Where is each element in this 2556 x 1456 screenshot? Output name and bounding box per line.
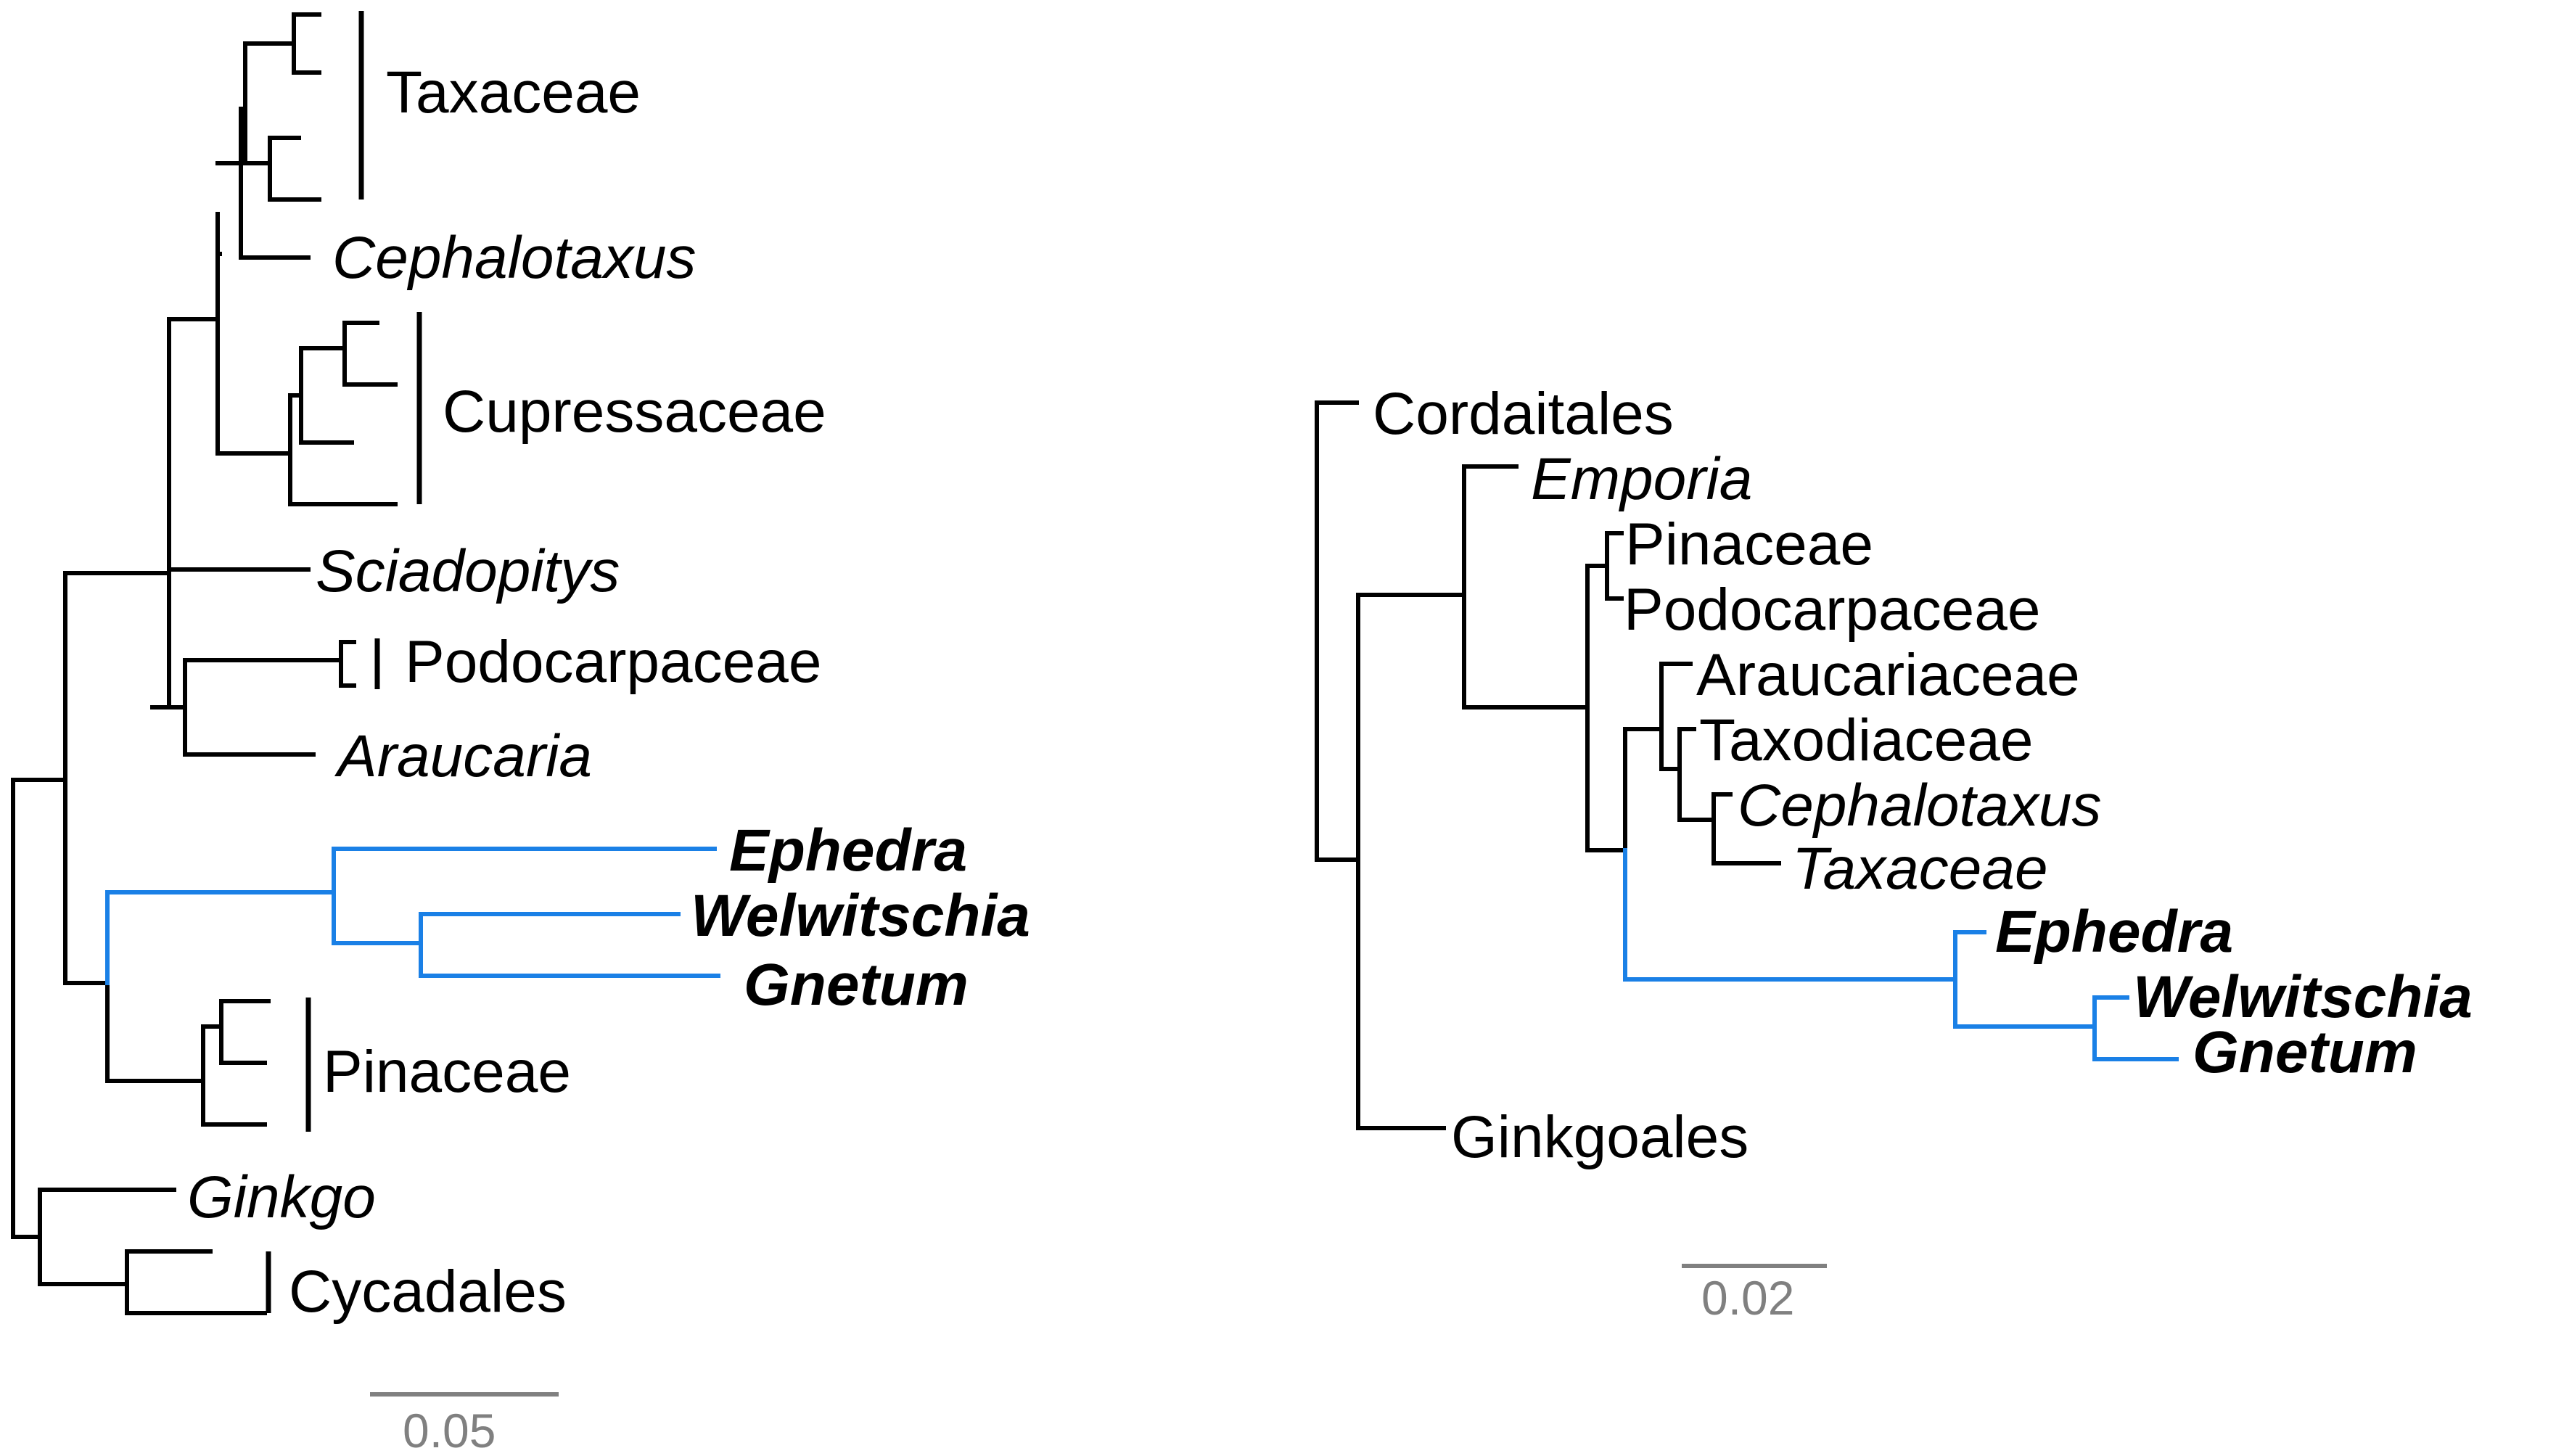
left-branch-pinaceae-inner [201,999,223,1029]
right-label-taxodiaceae: Taxodiaceae [1699,707,2033,773]
right-label-cordaitales: Cordaitales [1373,381,1674,447]
left-tree-branches [11,12,720,1315]
right-tree-labels: Cordaitales Emporia Pinaceae Podocarpace… [1373,381,2473,1170]
right-label-taxaceae: Taxaceae [1792,836,2048,902]
right-label-emporia: Emporia [1531,446,1752,512]
right-label-cephalotaxus: Cephalotaxus [1738,773,2101,839]
right-branch-gnetales-stem [1623,848,1957,982]
right-branch-emporia-node [1356,464,1466,597]
left-branch-cupressaceae-stem [215,393,292,456]
left-branch-taxaceae-b [243,136,272,165]
left-label-welwitschia: Welwitschia [691,883,1030,949]
right-branch-root-lower [1315,593,1360,862]
right-label-araucariaceae: Araucariaceae [1696,642,2080,708]
left-tree-labels: Taxaceae Cephalotaxus Cupressaceae Sciad… [187,59,1030,1325]
left-branch-taxaceae-node [239,41,247,111]
left-label-sciadopitys: Sciadopitys [316,538,620,604]
left-label-pinaceae: Pinaceae [323,1039,571,1105]
right-tree: Cordaitales Emporia Pinaceae Podocarpace… [1315,381,2473,1325]
right-label-podocarpaceae: Podocarpaceae [1624,577,2040,643]
left-branch-conifers-gnetales [11,571,67,782]
left-scale-bar-label: 0.05 [403,1404,496,1456]
left-label-ginkgo: Ginkgo [187,1164,376,1230]
left-label-cephalotaxus: Cephalotaxus [332,225,696,291]
right-label-ginkgoales: Ginkgoales [1451,1104,1748,1170]
right-label-gnetum: Gnetum [2193,1019,2417,1085]
right-branch-taxod-node [1659,727,1682,771]
left-branch-welw-gnetum [332,912,423,945]
right-label-pinaceae: Pinaceae [1625,511,1873,577]
left-label-cupressaceae: Cupressaceae [443,379,826,445]
right-label-welwitschia: Welwitschia [2133,964,2473,1030]
left-label-taxaceae: Taxaceae [386,59,641,126]
left-branch-cycadales [38,1249,129,1286]
left-label-cycadales: Cycadales [289,1259,567,1325]
left-branch-ginkgo-cycad [11,1188,42,1239]
left-label-gnetum: Gnetum [744,952,969,1018]
right-branch-welw-gnetum [1953,995,2097,1029]
left-branch-pinaceae-stem [105,981,205,1083]
left-tree-clade-bars [266,11,422,1313]
left-branch-gnetales-pinaceae [63,890,110,985]
left-label-araucaria: Araucaria [334,723,592,789]
left-branch-podocarpaceae [183,640,343,662]
left-branch-cupressophytes-inner [167,212,220,321]
left-branch-taxaceae-a [243,12,296,46]
right-branch-pin-podo [1585,531,1609,568]
left-label-podocarpaceae: Podocarpaceae [405,629,821,695]
left-branch-cupressaceae-top [299,321,347,350]
right-branch-gnetales-conifers [1585,727,1627,852]
right-branch-arau-node [1623,662,1664,731]
right-label-ephedra: Ephedra [1995,899,2233,965]
right-scale-bar-label: 0.02 [1701,1271,1794,1325]
right-scale-bar: 0.02 [1682,1264,1827,1325]
left-label-ephedra: Ephedra [729,818,967,884]
right-branch-ceph-tax [1677,792,1716,822]
left-tree: Taxaceae Cephalotaxus Cupressaceae Sciad… [11,11,1030,1456]
right-tree-branches [1315,400,2179,1130]
left-scale-bar: 0.05 [370,1392,559,1456]
left-branch-gnetales-stem [105,847,336,894]
right-branch-conifer-node [1462,564,1590,710]
left-branch-cupressophytes [63,317,171,575]
